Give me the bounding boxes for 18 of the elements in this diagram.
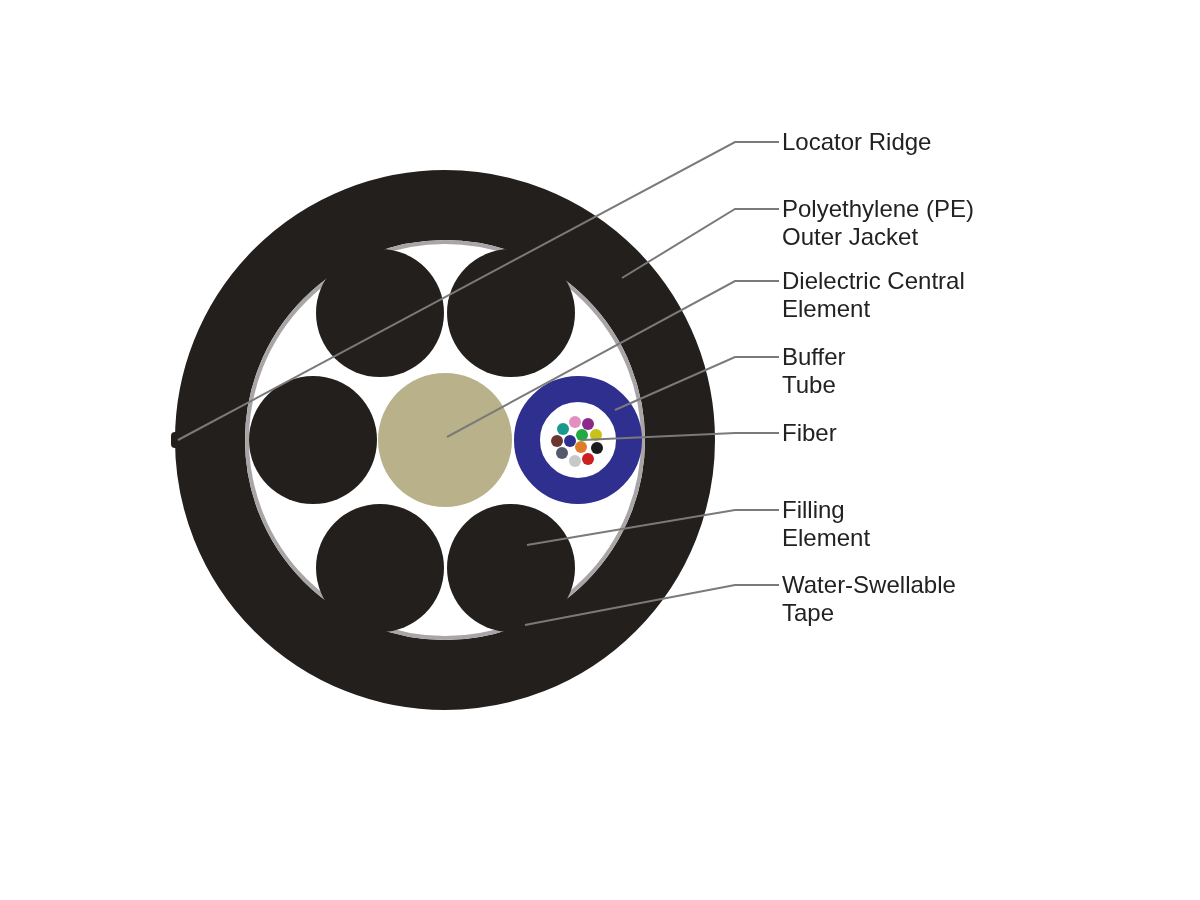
leader-line xyxy=(582,432,780,441)
leader-line xyxy=(524,584,780,626)
part-label: Buffer Tube xyxy=(782,343,892,399)
part-label: Fiber xyxy=(782,419,892,447)
leader-line xyxy=(446,280,780,438)
buffer-tube xyxy=(514,376,642,504)
part-label: Polyethylene (PE) Outer Jacket xyxy=(782,195,1022,251)
leader-line xyxy=(621,208,780,279)
part-label: Dielectric Central Element xyxy=(782,267,1022,323)
part-label: Water-Swellable Tape xyxy=(782,571,1012,627)
filling-element xyxy=(249,376,377,504)
outer-jacket xyxy=(175,170,715,710)
part-label: Filling Element xyxy=(782,496,902,552)
leader-line xyxy=(526,509,780,546)
leader-line xyxy=(177,141,780,441)
optical-fiber xyxy=(575,441,587,453)
leader-line xyxy=(614,356,780,411)
part-label: Locator Ridge xyxy=(782,128,1002,156)
